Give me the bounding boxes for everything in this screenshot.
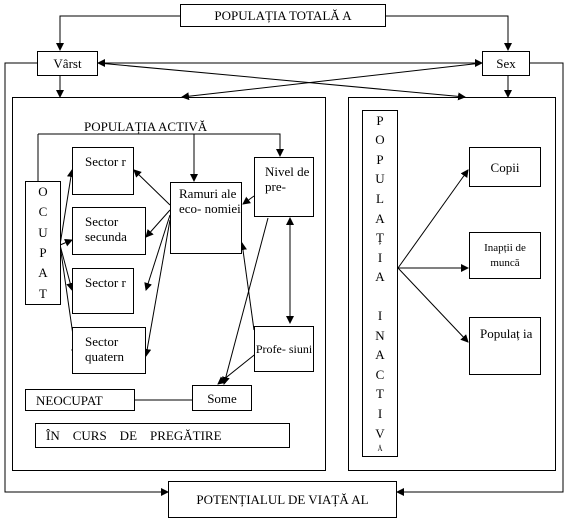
unfit-for-work-box: Inapții de muncă (469, 232, 541, 279)
unemployed-count-box: Some (192, 385, 252, 411)
active-population-panel (12, 97, 326, 471)
inactive-population-panel (348, 97, 556, 471)
unemployed-box: NEOCUPAT (25, 389, 135, 411)
inactiva-letter: A (375, 210, 385, 226)
inactiva-letter: O (375, 132, 385, 148)
inactiva-letter: P (376, 112, 384, 128)
active-population-label: POPULAȚIA ACTIVĂ (84, 119, 208, 134)
age-box: Vârst (37, 51, 98, 76)
ocupat-letter: A (38, 265, 48, 281)
inactiva-letter: V (375, 425, 385, 441)
economic-branches-box: Ramuri ale eco- nomiei (170, 182, 242, 254)
total-population-box: POPULAȚIA TOTALĂ A (180, 4, 386, 27)
inactiva-letter: C (375, 366, 385, 382)
inactiva-letter: I (377, 308, 383, 324)
inactiva-tail-letter: Ă (377, 445, 383, 454)
inactiva-letter (378, 290, 381, 304)
edge-varsta-outer-left (4, 62, 169, 496)
inactiva-letter: A (375, 269, 385, 285)
ocupat-letter: C (38, 204, 48, 220)
population-box: Populaț ia (469, 317, 541, 375)
professions-box: Profe- siuni (254, 326, 314, 372)
edge-total-to-sex (386, 15, 512, 51)
sector-secondary-box: Sector secunda (72, 207, 146, 255)
inactiva-letter: T (376, 386, 384, 402)
children-box: Copii (469, 147, 541, 187)
inactiva-letter: I (377, 249, 383, 265)
inactiva-letter: A (375, 347, 385, 363)
edge-cross-2 (181, 62, 483, 101)
inactiva-letter: I (377, 405, 383, 421)
edge-active-bracket (38, 133, 284, 157)
edge-cross-1 (97, 62, 466, 101)
edge-total-to-varsta (56, 15, 180, 51)
inactiva-letter: Ț (376, 230, 384, 246)
ocupat-letter: O (38, 184, 48, 200)
training-level-box: Nivel de pre- (254, 157, 314, 217)
ocupat-letter: U (38, 224, 48, 240)
sector-tertiary-box: Sector r (72, 268, 134, 314)
ocupat-letter: T (39, 285, 47, 301)
inactiva-letter: P (376, 151, 384, 167)
edge-sex-outer-right (396, 62, 564, 496)
sex-box: Sex (482, 51, 530, 76)
sector-quaternary-box: Sector quatern (72, 327, 146, 374)
sector-primary-box: Sector r (72, 147, 134, 195)
inactiva-letter: U (375, 171, 385, 187)
ocupat-letter: P (39, 245, 47, 261)
vital-potential-box: POTENȚIALUL DE VIAȚĂ AL (168, 481, 397, 518)
inactiva-letter: L (376, 190, 384, 206)
in-training-box: ÎN CURS DE PREGĂTIRE (35, 423, 290, 448)
inactiva-letter: N (375, 327, 385, 343)
